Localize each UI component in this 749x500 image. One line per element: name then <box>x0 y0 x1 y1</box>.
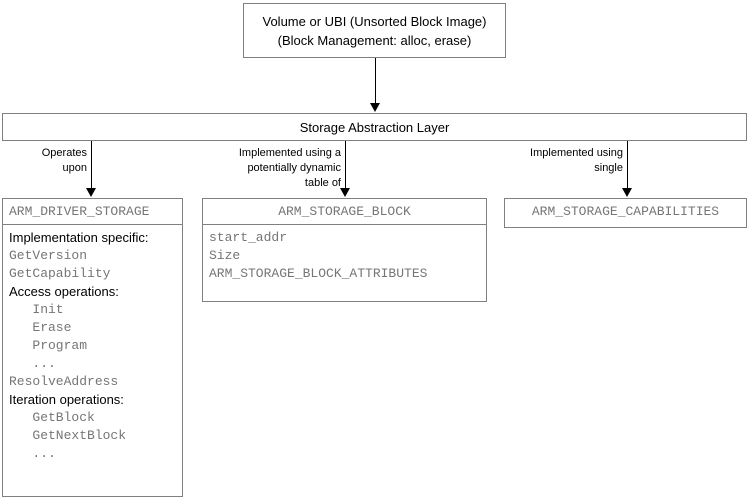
storage-abstraction-layer-label: Storage Abstraction Layer <box>299 119 450 135</box>
connector-volume-to-sal <box>375 58 376 104</box>
list-item: GetVersion <box>9 248 88 263</box>
list-item: Access operations: <box>9 284 119 299</box>
arrowhead-sal-to-block <box>340 188 350 197</box>
connector-sal-to-capabilities <box>627 141 628 189</box>
volume-ubi-box: Volume or UBI (Unsorted Block Image) (Bl… <box>243 3 506 58</box>
list-item: Size <box>209 248 241 263</box>
list-item: Iteration operations: <box>9 392 124 407</box>
list-item: GetBlock <box>9 410 95 425</box>
arm-storage-block-body: start_addr Size ARM_STORAGE_BLOCK_ATTRIB… <box>203 225 486 289</box>
list-item: GetNextBlock <box>9 428 127 443</box>
list-item: ... <box>9 446 56 461</box>
list-item: GetCapability <box>9 266 111 281</box>
edge-label-operates-upon: Operates upon <box>41 147 87 174</box>
storage-abstraction-layer-box: Storage Abstraction Layer <box>2 113 747 141</box>
arm-storage-capabilities-header: ARM_STORAGE_CAPABILITIES <box>531 204 720 219</box>
list-item: Erase <box>9 320 72 335</box>
arm-driver-storage-header: ARM_DRIVER_STORAGE <box>3 199 182 225</box>
connector-sal-to-driver <box>91 141 92 189</box>
connector-sal-to-block <box>345 141 346 189</box>
list-item: ResolveAddress <box>9 374 119 389</box>
list-item: Implementation specific: <box>9 230 149 245</box>
arrowhead-sal-to-capabilities <box>622 188 632 197</box>
arm-storage-block-box: ARM_STORAGE_BLOCK start_addr Size ARM_ST… <box>202 198 487 302</box>
edge-label-implemented-table: Implemented using a potentially dynamic … <box>238 147 341 189</box>
volume-ubi-line-2: (Block Management: alloc, erase) <box>277 32 472 48</box>
list-item: ... <box>9 356 56 371</box>
arm-driver-storage-body: Implementation specific: GetVersion GetC… <box>3 225 182 469</box>
list-item: Program <box>9 338 88 353</box>
arrowhead-sal-to-driver <box>86 188 96 197</box>
volume-ubi-line-1: Volume or UBI (Unsorted Block Image) <box>262 13 487 29</box>
arrowhead-volume-to-sal <box>370 103 380 112</box>
list-item: Init <box>9 302 64 317</box>
arm-storage-capabilities-box: ARM_STORAGE_CAPABILITIES <box>504 198 747 228</box>
edge-label-implemented-single: Implemented using single <box>530 147 623 174</box>
list-item: ARM_STORAGE_BLOCK_ATTRIBUTES <box>209 266 428 281</box>
list-item: start_addr <box>209 230 288 245</box>
arm-driver-storage-box: ARM_DRIVER_STORAGE Implementation specif… <box>2 198 183 497</box>
arm-storage-block-header: ARM_STORAGE_BLOCK <box>203 199 486 225</box>
